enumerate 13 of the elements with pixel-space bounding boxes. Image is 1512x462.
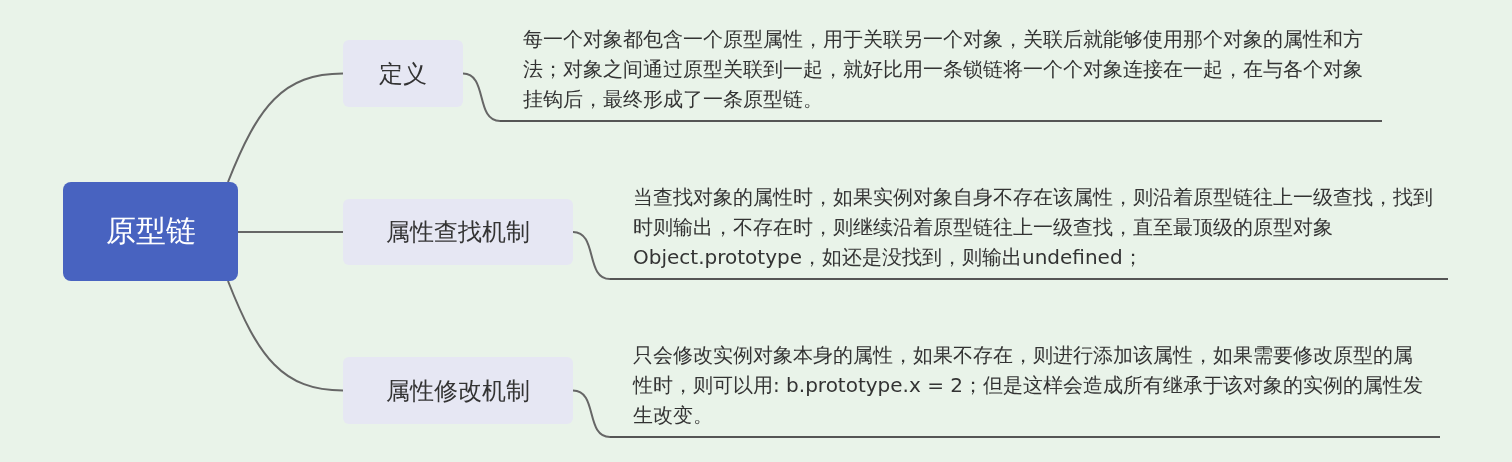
connector-line xyxy=(462,72,501,122)
connector-line xyxy=(227,280,344,392)
subtopic-box: 属性查找机制 xyxy=(343,199,573,265)
subtopic-box: 定义 xyxy=(343,40,463,107)
connector-line xyxy=(572,389,611,438)
description-text: 只会修改实例对象本身的属性，如果不存在，则进行添加该属性，如果需要修改原型的属性时，则可以用: b.prototype.x = 2；但是这样会造成所有继承于该对象的实例的属性发生改变。 xyxy=(610,340,1440,438)
topic-box: 原型链 xyxy=(63,182,238,281)
connector-line xyxy=(227,72,344,183)
subtopic-box: 属性修改机制 xyxy=(343,357,573,424)
description-text: 每一个对象都包含一个原型属性，用于关联另一个对象，关联后就能够使用那个对象的属性和方法；对象之间通过原型关联到一起，就好比用一条锁链将一个个对象连接在一起，在与各个对象挂钩后，最终形成了一条原型链。 xyxy=(500,24,1382,122)
connector-line xyxy=(237,231,344,233)
description-text: 当查找对象的属性时，如果实例对象自身不存在该属性，则沿着原型链往上一级查找，找到时则输出，不存在时，则继续沿着原型链往上一级查找，直至最顶级的原型对象Object.prototype，如还是没找到，则输出undefined； xyxy=(610,182,1448,280)
connector-line xyxy=(572,231,611,280)
